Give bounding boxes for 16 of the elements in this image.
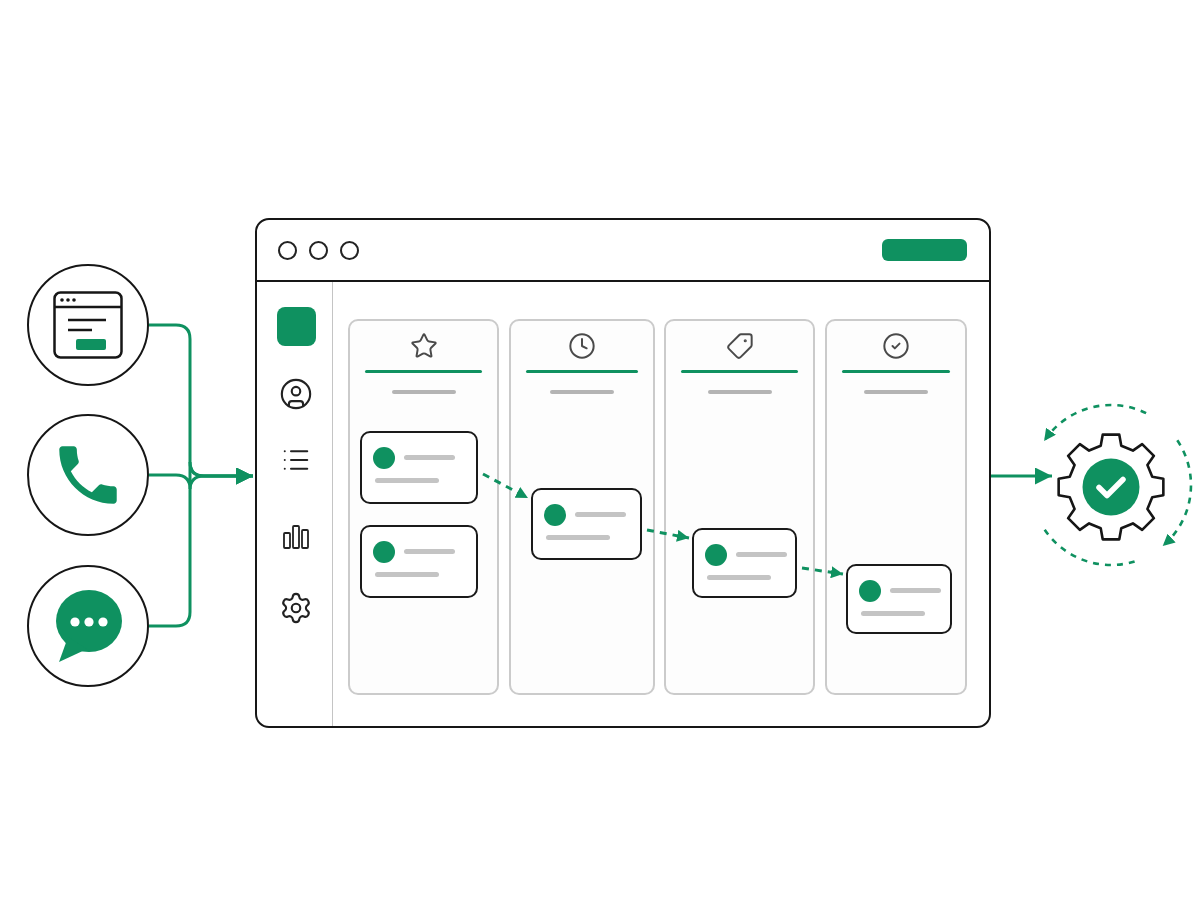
dashed-arrow (482, 472, 529, 500)
task-card (531, 488, 642, 560)
kanban-column (825, 319, 967, 695)
app-window (255, 218, 991, 728)
arrow (991, 467, 1052, 485)
task-card (360, 525, 478, 598)
kanban-column (664, 319, 815, 695)
kanban-column (509, 319, 655, 695)
kanban-column (348, 319, 499, 695)
task-card (360, 431, 478, 504)
dashed-arrow (646, 528, 690, 542)
dashed-arrow (801, 566, 844, 579)
arrow (149, 467, 253, 628)
task-card (846, 564, 952, 634)
task-card (692, 528, 797, 598)
gear-check-icon (1054, 430, 1168, 544)
